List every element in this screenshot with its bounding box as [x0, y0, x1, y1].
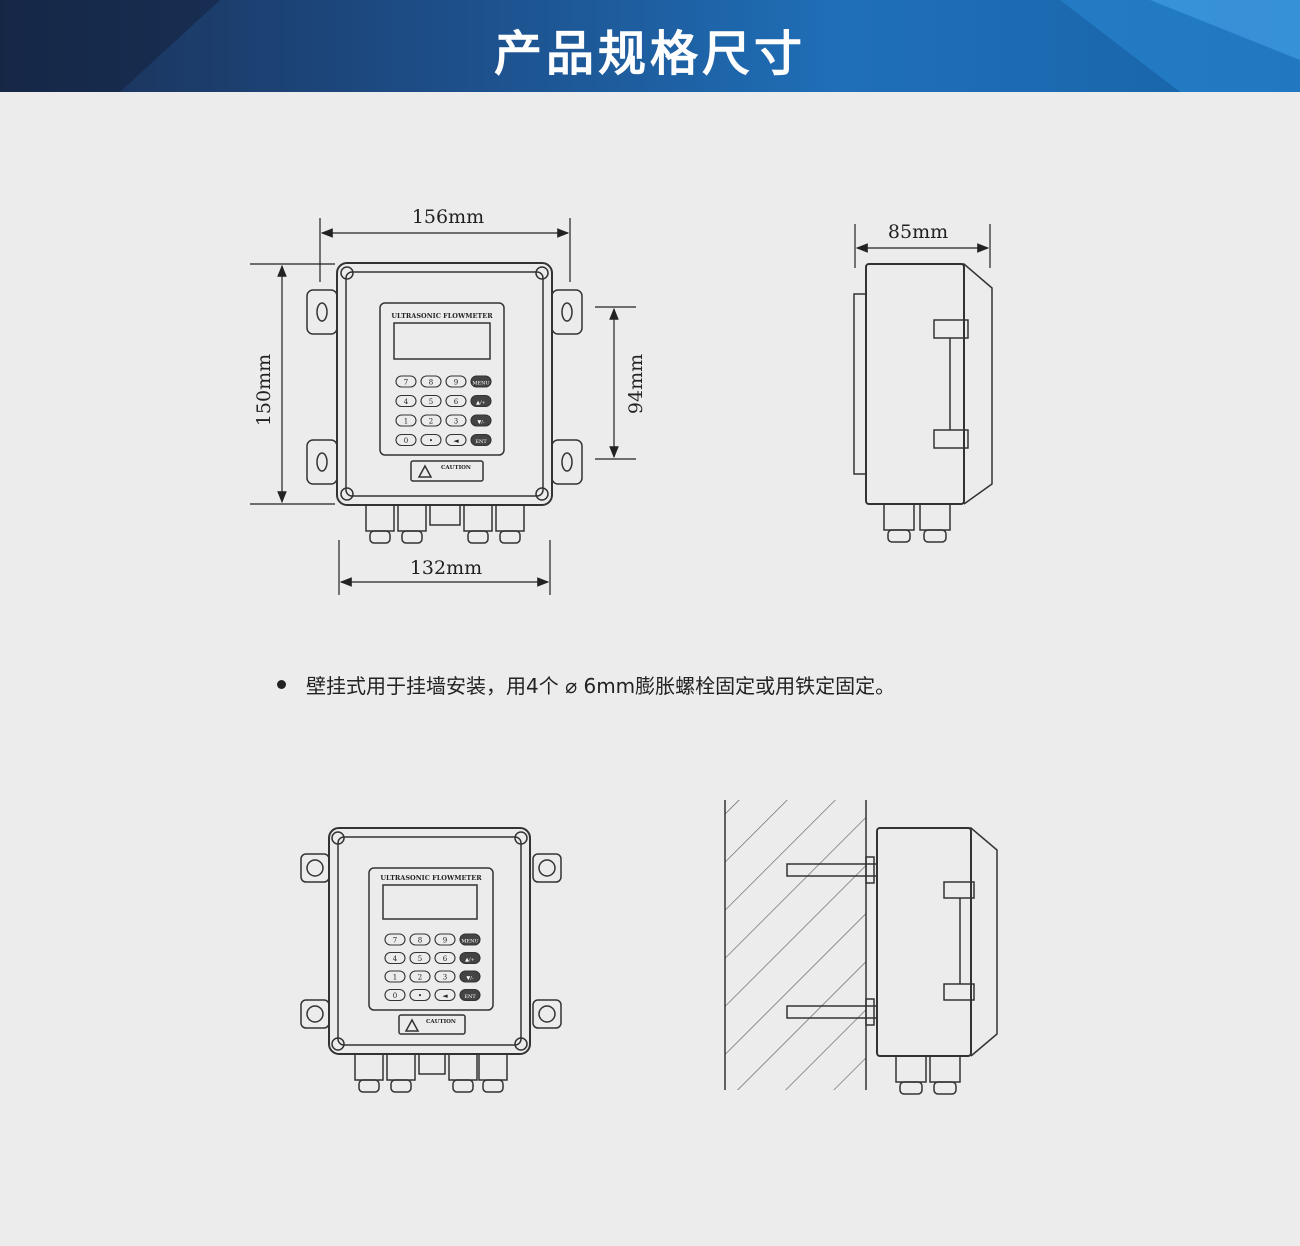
keypad-key	[395, 375, 417, 388]
keypad-key	[434, 933, 456, 946]
install-note: 壁挂式用于挂墙安装，用4个 ⌀ 6mm膨胀螺栓固定或用铁定固定。	[277, 668, 895, 700]
keypad-key-label: 0	[393, 992, 397, 1000]
keypad-key-label: ▼/-	[466, 976, 474, 982]
dim-width-top: 156mm	[412, 206, 484, 228]
keypad-key	[470, 394, 492, 408]
bracket-bottom-right	[551, 439, 583, 485]
wall-hatch	[725, 800, 866, 1090]
front-keypad: 7 8 9 MENU 4 5 6 ▲/+ 1 2 3 ▼/- 0 • ◄ ENT	[395, 375, 492, 447]
mounting-keypad: 7 8 9 MENU 4 5 6 ▲/+ 1 2 3 ▼/- 0 • ◄ ENT	[384, 933, 481, 1002]
keypad-key-label: 9	[443, 937, 447, 945]
keypad-key	[420, 433, 442, 447]
keypad-key-label: ◄	[453, 437, 459, 445]
keypad-key-label: 6	[454, 398, 459, 406]
keypad-key	[420, 375, 442, 388]
bracket-bottom-left	[306, 439, 338, 485]
side-dimension-lines	[854, 224, 991, 268]
keypad-key	[384, 970, 406, 983]
wall-mount-drawing	[724, 800, 998, 1095]
keypad-key-label: 5	[418, 955, 422, 963]
keypad-key-label: MENU	[461, 939, 478, 945]
keypad-key-label: 9	[454, 379, 458, 387]
keypad-key-label: 8	[429, 379, 433, 387]
banner-decoration	[0, 0, 1300, 92]
keypad-key-label: 1	[404, 418, 408, 426]
keypad-key-label: 4	[404, 398, 409, 406]
keypad-key-label: 4	[393, 955, 398, 963]
mounting-front-drawing	[300, 827, 562, 1093]
header-banner: 产品规格尺寸	[0, 0, 1300, 92]
keypad-key	[384, 951, 406, 965]
side-view-drawing	[853, 263, 993, 543]
keypad-key	[420, 394, 442, 408]
keypad-key-label: 8	[418, 937, 422, 945]
dim-side-depth: 85mm	[888, 221, 948, 243]
front-dimension-lines	[250, 218, 636, 595]
page-title: 产品规格尺寸	[493, 26, 806, 82]
keypad-key-label: •	[429, 437, 433, 445]
caution-label-2: CAUTION	[426, 1019, 456, 1025]
keypad-key	[409, 933, 431, 946]
panel-label-2: ULTRASONIC FLOWMETER	[380, 874, 482, 882]
keypad-key-label: 1	[393, 974, 397, 982]
keypad-key-label: ◄	[442, 992, 448, 1000]
keypad-key	[445, 394, 467, 408]
keypad-key-label: 3	[454, 418, 458, 426]
keypad-key	[434, 970, 456, 983]
keypad-key	[395, 433, 417, 447]
keypad-key	[459, 970, 481, 983]
keypad-key	[434, 951, 456, 965]
keypad-key-label: 7	[404, 379, 408, 387]
keypad-key	[384, 988, 406, 1002]
keypad-key	[459, 951, 481, 965]
panel-label: ULTRASONIC FLOWMETER	[391, 312, 493, 320]
dim-height-right: 94mm	[625, 354, 647, 414]
keypad-key-label: 0	[404, 437, 408, 445]
keypad-key-label: 5	[429, 398, 433, 406]
keypad-key	[384, 933, 406, 946]
bullet-icon	[277, 679, 286, 689]
keypad-key	[445, 433, 467, 447]
keypad-key	[459, 988, 481, 1002]
keypad-key-label: 7	[393, 937, 397, 945]
keypad-key	[395, 414, 417, 427]
keypad-key-label: ENT	[464, 994, 476, 1000]
caution-label: CAUTION	[441, 465, 471, 471]
keypad-key	[409, 988, 431, 1002]
bracket-top-left	[306, 289, 338, 335]
keypad-key	[409, 970, 431, 983]
keypad-key-label: 2	[429, 418, 433, 426]
bracket-top-right	[551, 289, 583, 335]
keypad-key-label: 6	[443, 955, 448, 963]
keypad-key-label: 3	[443, 974, 447, 982]
keypad-key	[445, 375, 467, 388]
install-note-text: 壁挂式用于挂墙安装，用4个 ⌀ 6mm膨胀螺栓固定或用铁定固定。	[306, 673, 896, 698]
keypad-key	[409, 951, 431, 965]
keypad-key	[434, 988, 456, 1002]
front-view-drawing	[306, 262, 583, 544]
keypad-key	[470, 414, 492, 427]
keypad-key-label: ▲/+	[465, 957, 475, 963]
keypad-key-label: 2	[418, 974, 422, 982]
keypad-key	[445, 414, 467, 427]
keypad-key	[395, 394, 417, 408]
keypad-key-label: MENU	[472, 381, 489, 387]
keypad-key-label: •	[418, 992, 422, 1000]
keypad-key	[470, 375, 492, 388]
keypad-key-label: ▲/+	[476, 400, 486, 406]
keypad-key	[420, 414, 442, 427]
dim-height-left: 150mm	[253, 354, 275, 426]
keypad-key-label: ▼/-	[477, 420, 485, 426]
keypad-key-label: ENT	[475, 439, 487, 445]
keypad-key	[459, 933, 481, 946]
dim-width-bottom: 132mm	[410, 557, 482, 579]
keypad-key	[470, 433, 492, 447]
